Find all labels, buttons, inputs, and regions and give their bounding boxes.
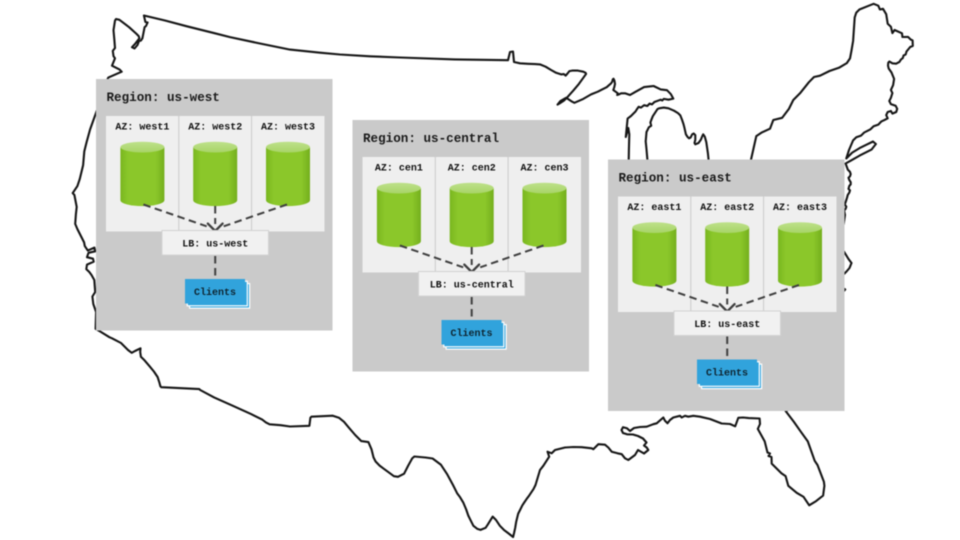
svg-text:LB: us-central: LB: us-central: [430, 280, 514, 292]
svg-text:LB: us-west: LB: us-west: [182, 240, 248, 251]
svg-text:AZ: cen3: AZ: cen3: [520, 164, 568, 175]
svg-text:Clients: Clients: [706, 368, 748, 380]
svg-text:AZ: west2: AZ: west2: [188, 123, 242, 134]
svg-text:AZ: east3: AZ: east3: [773, 203, 827, 214]
svg-text:Region: us-east: Region: us-east: [619, 171, 732, 185]
svg-text:Clients: Clients: [450, 328, 492, 340]
svg-text:AZ: east2: AZ: east2: [700, 203, 754, 214]
svg-text:Region: us-central: Region: us-central: [363, 132, 499, 146]
svg-text:Region: us-west: Region: us-west: [107, 91, 220, 105]
svg-text:Clients: Clients: [194, 287, 236, 299]
svg-text:AZ: west1: AZ: west1: [115, 123, 169, 134]
svg-text:AZ: east1: AZ: east1: [627, 203, 681, 214]
svg-text:AZ: west3: AZ: west3: [261, 123, 315, 134]
svg-text:AZ: cen1: AZ: cen1: [375, 164, 423, 175]
svg-text:LB: us-east: LB: us-east: [694, 320, 760, 331]
svg-text:AZ: cen2: AZ: cen2: [448, 164, 496, 175]
